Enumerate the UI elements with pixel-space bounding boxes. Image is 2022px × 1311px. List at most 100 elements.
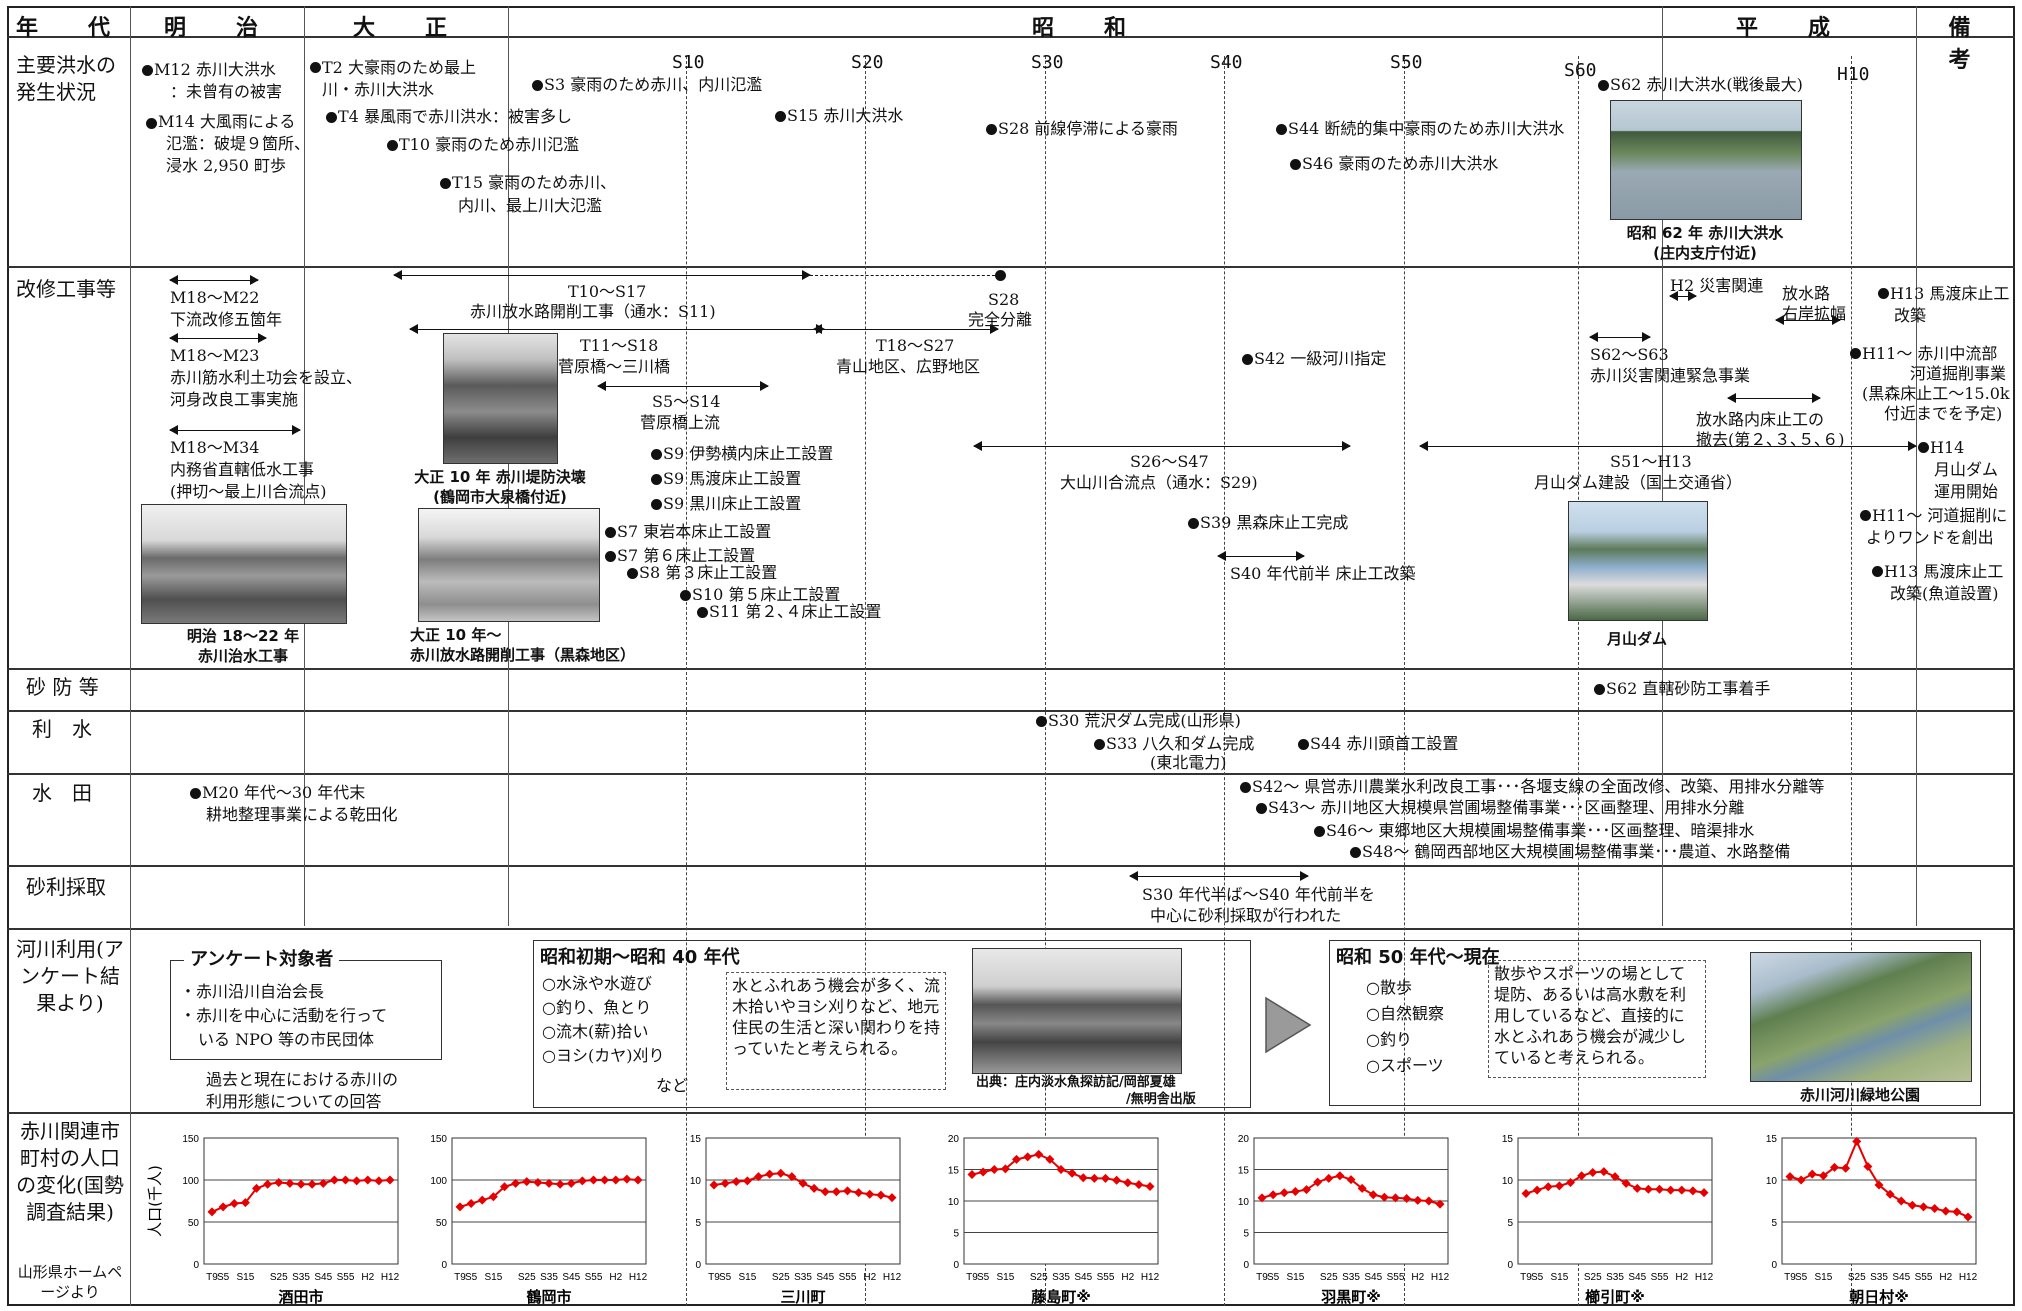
x-tick-label: H2 bbox=[863, 1272, 876, 1283]
data-point bbox=[798, 1178, 808, 1188]
late-item-3: ○釣り bbox=[1366, 1030, 1412, 1049]
works-t10s17-detail: 赤川放水路開削工事（通水：S11) bbox=[470, 302, 716, 321]
works-s7a: S7 東岩本床止工設置 bbox=[617, 522, 772, 541]
data-point bbox=[731, 1177, 741, 1187]
works-yuka-1: 放水路内床止工の bbox=[1696, 410, 1825, 429]
works-s9b: S9 馬渡床止工設置 bbox=[663, 469, 802, 488]
works-s39: S39 黒森床止工完成 bbox=[1200, 513, 1349, 532]
data-point bbox=[1588, 1167, 1598, 1177]
biko-h13a: H13 馬渡床止工 bbox=[1890, 284, 2010, 303]
y-tick-label: 10 bbox=[1238, 1197, 1250, 1208]
biko-h11b: H11～ 河道掘削に bbox=[1872, 506, 2008, 525]
chronology-table bbox=[7, 6, 2015, 1306]
tick-s10: S10 bbox=[672, 52, 705, 73]
caption-flood-s62-1: 昭和 62 年 赤川大洪水 bbox=[1626, 224, 1784, 242]
late-description: 散歩やスポーツの場として堤防、あるいは高水敷を利用しているなど、直接的に水とふれ… bbox=[1488, 960, 1706, 1078]
data-point bbox=[831, 1187, 841, 1197]
biko-h14: H14 bbox=[1930, 438, 1965, 457]
x-tick-label: H2 bbox=[1121, 1272, 1134, 1283]
jari-line2: 中心に砂利採取が行われた bbox=[1150, 906, 1342, 925]
data-point bbox=[533, 1178, 543, 1188]
era-divider-meiji-taisho bbox=[304, 6, 305, 926]
data-point bbox=[1655, 1184, 1664, 1194]
data-point bbox=[1699, 1188, 1709, 1198]
biko-h11b-detail: よりワンドを創出 bbox=[1866, 528, 1994, 547]
event-dot bbox=[697, 607, 708, 618]
biko-h14-detail2: 運用開始 bbox=[1934, 482, 1999, 501]
data-point bbox=[809, 1183, 819, 1193]
row-label-suiden: 水 田 bbox=[32, 781, 92, 805]
chart-title: 櫛引町※ bbox=[1585, 1288, 1645, 1306]
data-point bbox=[274, 1178, 284, 1188]
data-point bbox=[307, 1179, 317, 1189]
suiden-s48: S48～ 鶴岡西部地区大規模圃場整備事業･･･農道、水路整備 bbox=[1362, 842, 1791, 861]
data-point bbox=[1566, 1178, 1575, 1188]
event-dot bbox=[1188, 518, 1199, 529]
data-point bbox=[1621, 1178, 1631, 1188]
x-tick-label: S5 bbox=[719, 1272, 732, 1283]
data-point bbox=[600, 1175, 610, 1185]
y-tick-label: 10 bbox=[948, 1197, 960, 1208]
y-tick-label: 150 bbox=[182, 1134, 199, 1145]
data-point bbox=[787, 1172, 797, 1182]
caption-dike-break-2: (鶴岡市大泉橋付近) bbox=[433, 488, 567, 506]
biko-h13b: H13 馬渡床止工 bbox=[1884, 562, 2004, 581]
x-tick-label: S45 bbox=[1628, 1272, 1646, 1283]
x-tick-label: S25 bbox=[1320, 1272, 1338, 1283]
works-t18-detail: 青山地区、広野地区 bbox=[836, 357, 981, 376]
late-item-2: ○自然観察 bbox=[1366, 1004, 1444, 1023]
data-point bbox=[1941, 1206, 1951, 1216]
x-tick-label: S15 bbox=[738, 1272, 756, 1283]
tick-h10: H10 bbox=[1837, 64, 1870, 85]
data-point bbox=[1610, 1172, 1620, 1182]
data-point bbox=[555, 1179, 565, 1189]
x-tick-label: H12 bbox=[1695, 1272, 1714, 1283]
data-point bbox=[1643, 1184, 1653, 1194]
data-point bbox=[1000, 1164, 1010, 1174]
flood-m12: M12 赤川大洪水 bbox=[154, 60, 276, 79]
x-tick-label: S5 bbox=[217, 1272, 230, 1283]
event-dot bbox=[190, 788, 201, 799]
early-item-3: ○流木(薪)拾い bbox=[542, 1022, 649, 1041]
y-tick-label: 0 bbox=[695, 1260, 701, 1271]
data-point bbox=[500, 1182, 509, 1192]
x-tick-label: T9 bbox=[708, 1272, 720, 1283]
biko-h11a: H11～ 赤川中流部 bbox=[1862, 344, 1998, 363]
event-dot bbox=[651, 449, 662, 460]
x-tick-label: S15 bbox=[1814, 1272, 1832, 1283]
data-point bbox=[720, 1178, 730, 1188]
data-point bbox=[252, 1183, 261, 1193]
x-tick-label: T9 bbox=[1784, 1272, 1796, 1283]
row-label-works: 改修工事等 bbox=[16, 277, 116, 301]
survey-item-2: ・赤川を中心に活動を行って bbox=[180, 1006, 388, 1025]
data-point bbox=[1963, 1212, 1973, 1222]
x-tick-label: S55 bbox=[839, 1272, 857, 1283]
event-dot bbox=[1240, 782, 1251, 793]
y-tick-label: 5 bbox=[695, 1218, 701, 1229]
data-point bbox=[1134, 1180, 1144, 1190]
works-s11: S11 第２､４床止工設置 bbox=[709, 602, 882, 621]
flood-s44: S44 断続的集中豪雨のため赤川大洪水 bbox=[1288, 119, 1565, 138]
period-arrow bbox=[169, 425, 301, 435]
data-point bbox=[1268, 1190, 1278, 1200]
event-dot bbox=[1242, 354, 1253, 365]
y-tick-label: 15 bbox=[948, 1166, 960, 1177]
data-point bbox=[1067, 1168, 1077, 1178]
x-tick-label: S55 bbox=[1387, 1272, 1405, 1283]
data-point bbox=[1785, 1172, 1795, 1182]
decade-line-s60 bbox=[1578, 56, 1579, 1306]
data-point bbox=[1112, 1175, 1122, 1185]
y-tick-label: 15 bbox=[1502, 1134, 1514, 1145]
data-point bbox=[1666, 1185, 1676, 1195]
data-point bbox=[455, 1202, 465, 1212]
works-m18b-detail1: 赤川筋水利土功会を設立、 bbox=[170, 368, 363, 387]
event-dot bbox=[1878, 288, 1889, 299]
event-dot bbox=[775, 111, 786, 122]
flood-s28: S28 前線停滞による豪雨 bbox=[998, 119, 1178, 138]
data-point bbox=[1302, 1185, 1311, 1195]
tick-s50: S50 bbox=[1390, 52, 1423, 73]
flood-m14-detail1: 氾濫：破堤９箇所、 bbox=[166, 134, 311, 153]
row-divider bbox=[7, 773, 2015, 775]
